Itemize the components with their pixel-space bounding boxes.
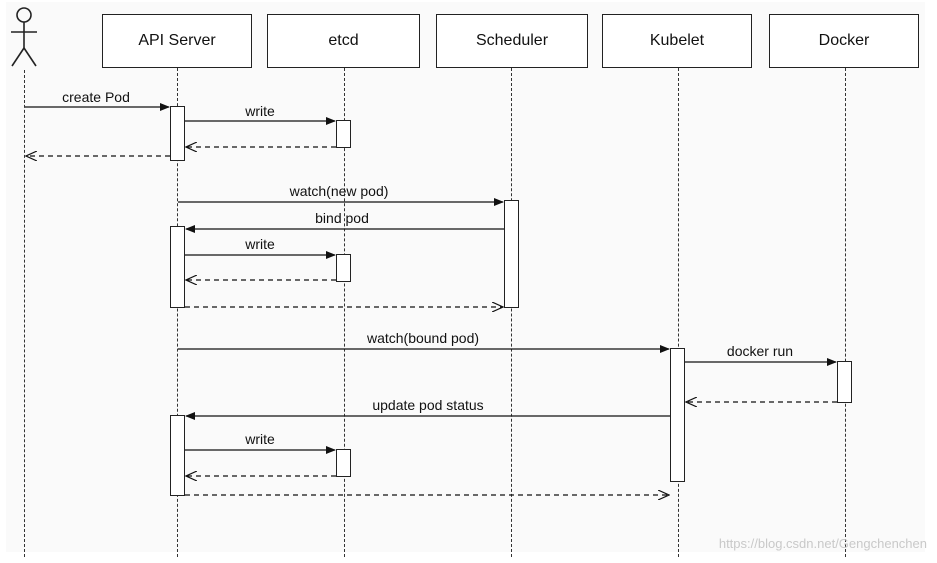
- participant-kubelet: Kubelet: [602, 14, 752, 68]
- message-write-2-label: write: [245, 236, 275, 252]
- activation-etcd-3: [336, 449, 351, 477]
- lifeline-api-server: [177, 68, 178, 557]
- diagram-panel: [6, 2, 925, 552]
- watermark: https://blog.csdn.net/Gengchenchen: [718, 536, 927, 551]
- lifeline-docker: [845, 68, 846, 557]
- participant-scheduler-label: Scheduler: [475, 32, 549, 49]
- participant-scheduler: Scheduler: [436, 14, 588, 68]
- message-write-1-label: write: [245, 103, 275, 119]
- participant-api-server: API Server: [102, 14, 252, 68]
- activation-etcd-2: [336, 254, 351, 282]
- participant-etcd-label: etcd: [328, 32, 359, 49]
- participant-api-server-label: API Server: [138, 32, 216, 49]
- participant-kubelet-label: Kubelet: [649, 32, 705, 49]
- message-update-pod-status-label: update pod status: [372, 397, 484, 413]
- activation-kubelet: [670, 348, 685, 482]
- lifeline-scheduler: [511, 68, 512, 557]
- message-watch-bound-pod-label: watch(bound pod): [366, 330, 480, 346]
- lifeline-etcd: [344, 68, 345, 557]
- activation-etcd-1: [336, 120, 351, 148]
- activation-api-server-1: [170, 106, 185, 161]
- participant-docker-label: Docker: [818, 32, 870, 49]
- activation-api-server-3: [170, 415, 185, 496]
- message-create-pod-label: create Pod: [62, 89, 130, 105]
- participant-etcd: etcd: [267, 14, 420, 68]
- message-watch-new-pod-label: watch(new pod): [289, 183, 389, 199]
- message-bind-pod-label: bind pod: [315, 210, 369, 226]
- activation-docker: [837, 361, 852, 403]
- participant-docker: Docker: [769, 14, 919, 68]
- message-write-3-label: write: [245, 431, 275, 447]
- lifeline-actor: [24, 70, 25, 557]
- actor-icon: [11, 7, 37, 67]
- activation-scheduler: [504, 200, 519, 308]
- message-docker-run-label: docker run: [726, 343, 794, 359]
- activation-api-server-2: [170, 226, 185, 308]
- lifeline-kubelet: [678, 68, 679, 557]
